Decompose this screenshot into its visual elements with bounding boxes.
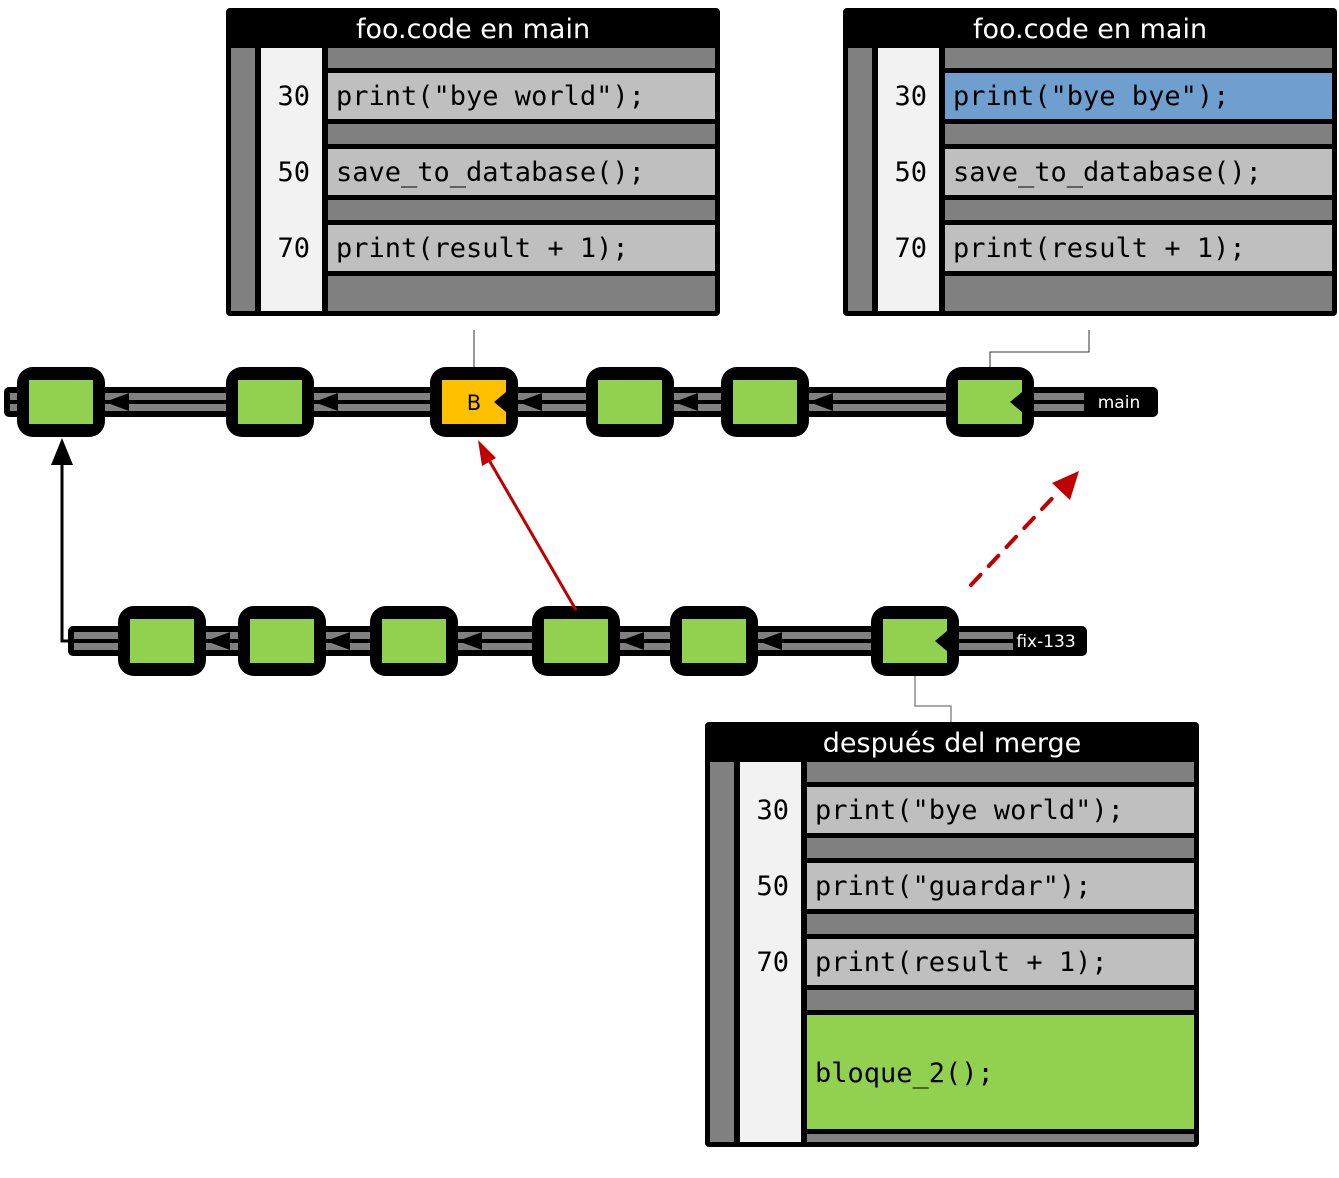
commit-head[interactable] [946, 367, 1034, 437]
parent-arrow-icon [458, 632, 482, 650]
branch-label: main [1098, 393, 1140, 413]
panel-margin-strip [848, 48, 872, 311]
parent-arrow-icon [674, 393, 698, 411]
code-text: save_to_database(); [336, 157, 645, 188]
branch-fix-133: fix-133 [68, 606, 1087, 676]
parent-arrow-icon [206, 632, 230, 650]
line-number-gutter [740, 762, 801, 1142]
unchanged-gap [807, 914, 1194, 934]
line-number: 70 [277, 233, 310, 264]
unchanged-gap [807, 1134, 1194, 1142]
parent-arrow-icon [105, 393, 129, 411]
unchanged-gap [328, 200, 715, 220]
unchanged-gap [945, 124, 1332, 144]
added-code-block [807, 1015, 1194, 1129]
commit-head[interactable] [871, 606, 959, 676]
commit-node[interactable] [532, 606, 620, 676]
commit-label: B [467, 391, 481, 415]
code-line [945, 149, 1332, 195]
code-text: print(result + 1); [953, 233, 1246, 264]
code-panel-main-right: foo.code en main 30 print("bye bye"); 50 sav… [843, 8, 1337, 316]
unchanged-gap [328, 124, 715, 144]
parent-arrow-icon [809, 393, 833, 411]
branch-label: fix-133 [1016, 632, 1075, 652]
commit-merge-base[interactable]: B [430, 367, 518, 437]
code-panel-after-merge: después del merge 30 print("bye world"); 50… [705, 722, 1199, 1147]
panel-title: foo.code en main [973, 14, 1207, 45]
line-number: 30 [756, 795, 789, 826]
code-text: bloque_2(); [815, 1058, 994, 1089]
line-number: 30 [894, 81, 927, 112]
panel-margin-strip [231, 48, 255, 311]
parent-arrow-icon [518, 393, 542, 411]
changed-code-line [945, 73, 1332, 119]
pending-merge-arrow [969, 471, 1079, 587]
line-number: 50 [277, 157, 310, 188]
commit-node[interactable] [226, 367, 314, 437]
line-number: 50 [894, 157, 927, 188]
unchanged-gap [807, 838, 1194, 858]
parent-arrow-icon [314, 393, 338, 411]
arrowhead-dashed-red-icon [1052, 471, 1079, 500]
code-text: print(result + 1); [815, 947, 1108, 978]
unchanged-gap [807, 762, 1194, 782]
code-line [807, 787, 1194, 833]
connector-fix-head-to-merge-panel [914, 675, 952, 722]
panel-title: foo.code en main [356, 14, 590, 45]
merge-base-arrow [478, 440, 578, 611]
branch-point-arrow [51, 438, 73, 643]
unchanged-gap [328, 48, 715, 68]
commit-node[interactable] [238, 606, 326, 676]
panel-margin-strip [710, 762, 734, 1142]
line-number: 70 [894, 233, 927, 264]
unchanged-gap [945, 48, 1332, 68]
unchanged-gap [945, 276, 1332, 311]
parent-arrow-icon [620, 632, 644, 650]
commit-node[interactable] [118, 606, 206, 676]
unchanged-gap [328, 276, 715, 311]
arrowhead-red-icon [478, 440, 496, 466]
line-number: 50 [756, 871, 789, 902]
code-text: print("bye world"); [336, 81, 645, 112]
code-line [945, 225, 1332, 271]
code-text: print(result + 1); [336, 233, 629, 264]
code-text: print("guardar"); [815, 871, 1091, 902]
panel-connectors [473, 330, 1090, 722]
code-line [328, 149, 715, 195]
commit-node[interactable] [670, 606, 758, 676]
connector-right-panel-to-main-head [989, 330, 1090, 372]
unchanged-gap [945, 200, 1332, 220]
branch-main: main B [4, 367, 1158, 437]
panel-title: después del merge [823, 728, 1081, 759]
commit-node[interactable] [17, 367, 105, 437]
parent-arrow-icon [758, 632, 782, 650]
code-line [807, 863, 1194, 909]
code-line [328, 73, 715, 119]
code-panel-main-left: foo.code en main 30 print("bye world"); 50 s… [226, 8, 720, 316]
code-text: print("bye world"); [815, 795, 1124, 826]
line-number: 70 [756, 947, 789, 978]
line-number-gutter [878, 48, 939, 311]
code-line [328, 225, 715, 271]
arrowhead-up-icon [51, 438, 73, 465]
commit-node[interactable] [721, 367, 809, 437]
line-number: 30 [277, 81, 310, 112]
unchanged-gap [807, 990, 1194, 1010]
commit-node[interactable] [586, 367, 674, 437]
line-number-gutter [261, 48, 322, 311]
relation-arrows [51, 438, 1079, 643]
parent-arrow-icon [326, 632, 350, 650]
code-text: save_to_database(); [953, 157, 1262, 188]
code-text: print("bye bye"); [953, 81, 1229, 112]
code-line [807, 939, 1194, 985]
commit-node[interactable] [370, 606, 458, 676]
